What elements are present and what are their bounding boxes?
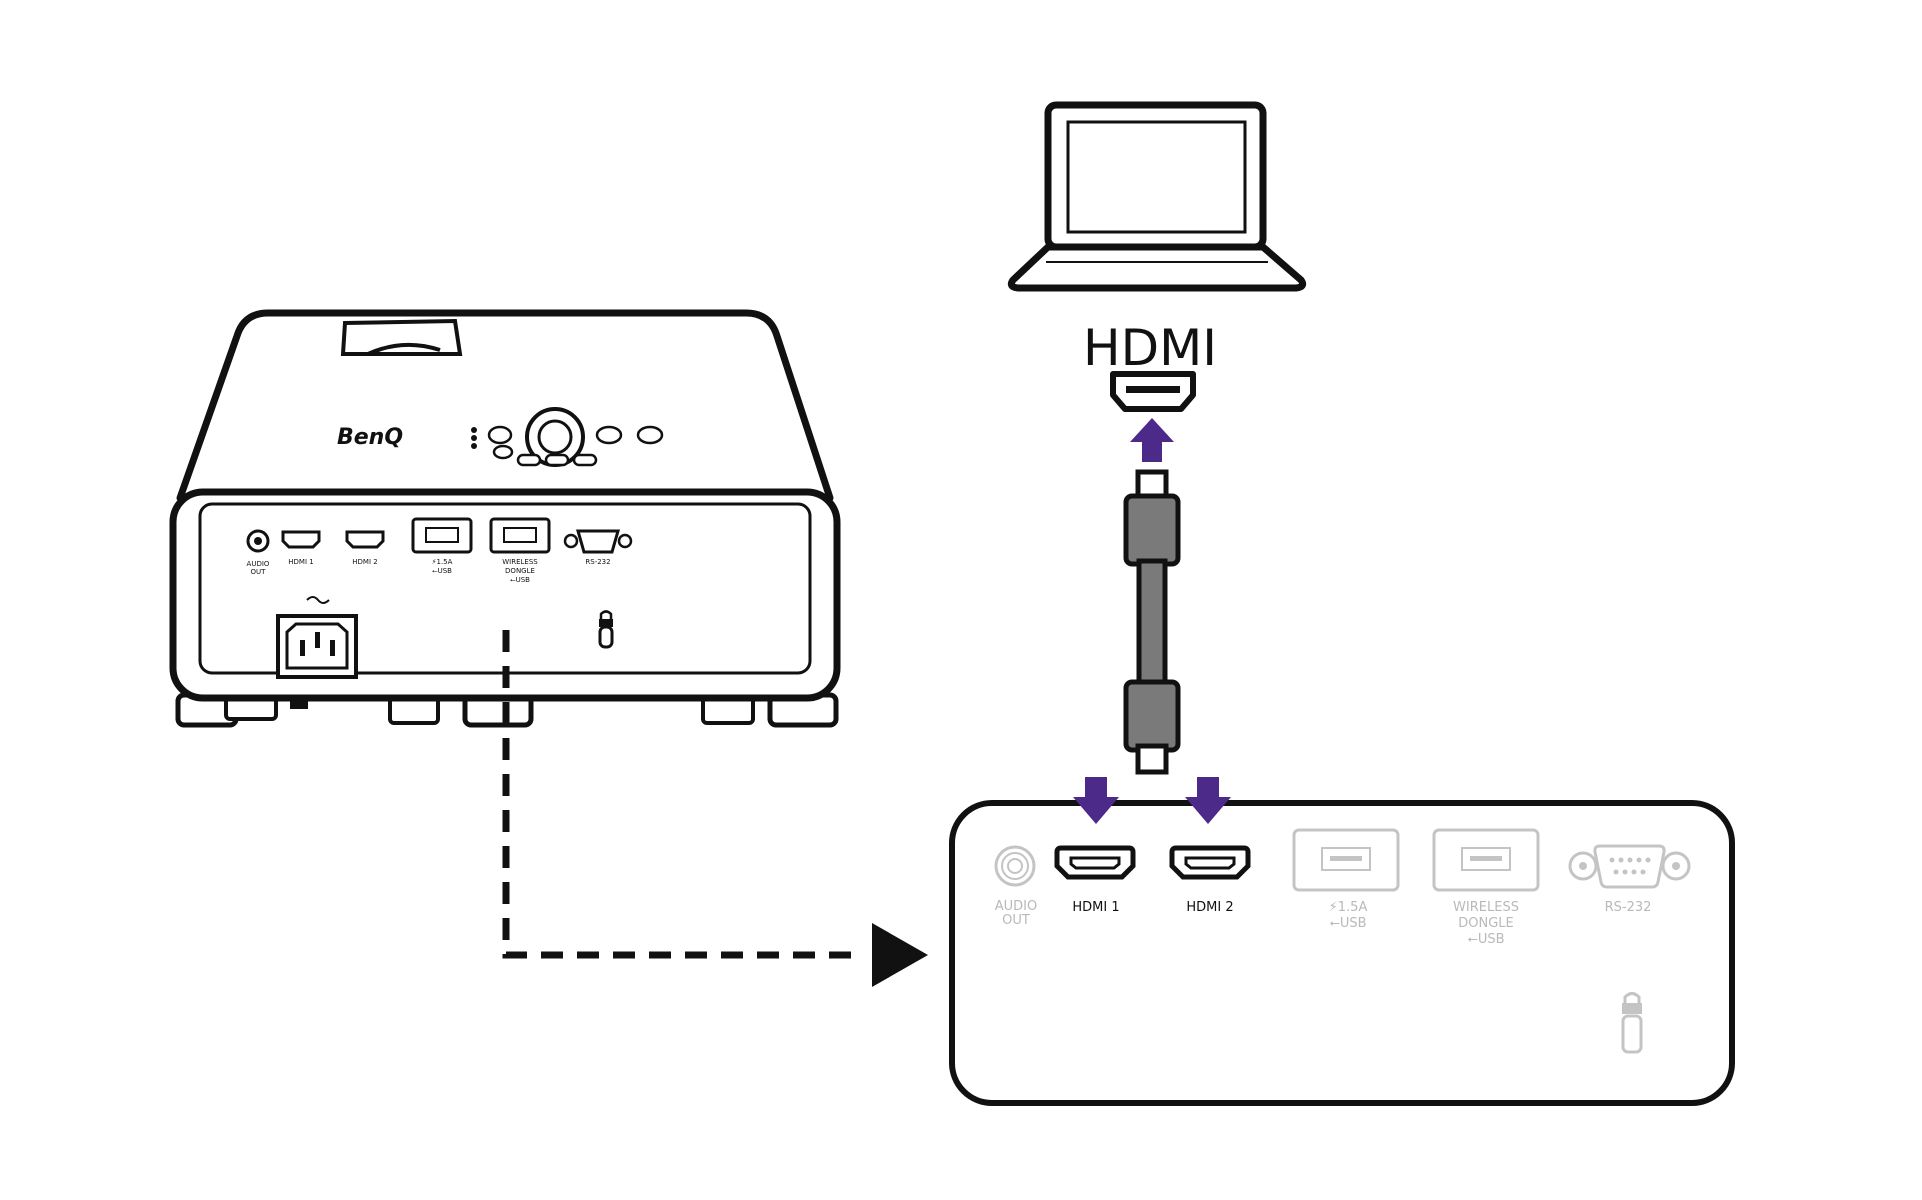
zoom-pointer-arrow <box>502 630 928 987</box>
hdmi-plug-icon <box>1110 371 1196 412</box>
panel-hdmi1-label: HDMI 1 <box>1072 900 1119 915</box>
panel-hdmi1-port <box>1054 845 1136 880</box>
control-panel <box>471 407 664 467</box>
panel-wireless-port <box>1432 828 1540 892</box>
cable-type-label: HDMI <box>1083 319 1217 377</box>
panel-hdmi2-port <box>1169 845 1251 880</box>
panel-lock-icon <box>1621 992 1643 1054</box>
panel-wireless-label-2: DONGLE <box>1458 916 1514 931</box>
panel-rs232-port <box>1568 844 1691 889</box>
arrow-up-icon <box>1130 418 1174 462</box>
projector-hdmi2-label: HDMI 2 <box>352 558 377 566</box>
panel-usb-port <box>1292 828 1400 892</box>
panel-rs232-label: RS-232 <box>1605 900 1652 915</box>
projector-wireless-label-2: DONGLE <box>505 567 535 575</box>
projector-back-ports <box>246 517 633 554</box>
panel-usb-label-2: ⭠USB <box>1329 916 1366 931</box>
projector-rs232-label: RS-232 <box>585 558 610 566</box>
panel-wireless-label: WIRELESS <box>1453 900 1519 915</box>
projector-wireless-label: WIRELESS <box>502 558 538 566</box>
projector-usb-label: ⚡1.5A <box>432 558 453 566</box>
hdmi-cable <box>1123 469 1181 775</box>
lock-icon <box>598 610 614 649</box>
power-inlet-icon <box>276 596 358 679</box>
projector-wireless-label-3: ⭠USB <box>510 576 530 584</box>
projector-illustration: BenQ <box>169 309 841 728</box>
projector-usb-label-2: ⭠USB <box>432 567 452 575</box>
panel-audio-port <box>994 845 1036 887</box>
laptop-icon <box>1007 101 1307 292</box>
projector-hdmi1-label: HDMI 1 <box>288 558 313 566</box>
arrow-down-icon-2 <box>1185 777 1231 824</box>
zoomed-port-panel: AUDIO OUT HDMI 1 HDMI 2 ⚡1.5A ⭠USB WIREL… <box>949 800 1735 1106</box>
panel-hdmi2-label: HDMI 2 <box>1186 900 1233 915</box>
panel-usb-label: ⚡1.5A <box>1329 900 1368 915</box>
panel-audio-label-2: OUT <box>1002 913 1030 928</box>
brand-logo: BenQ <box>337 425 403 450</box>
projector-audio-label-2: OUT <box>251 568 267 576</box>
arrow-down-icon <box>1073 777 1119 824</box>
panel-audio-label: AUDIO <box>995 899 1038 914</box>
panel-wireless-label-3: ⭠USB <box>1467 932 1504 947</box>
projector-audio-label: AUDIO <box>247 560 270 568</box>
